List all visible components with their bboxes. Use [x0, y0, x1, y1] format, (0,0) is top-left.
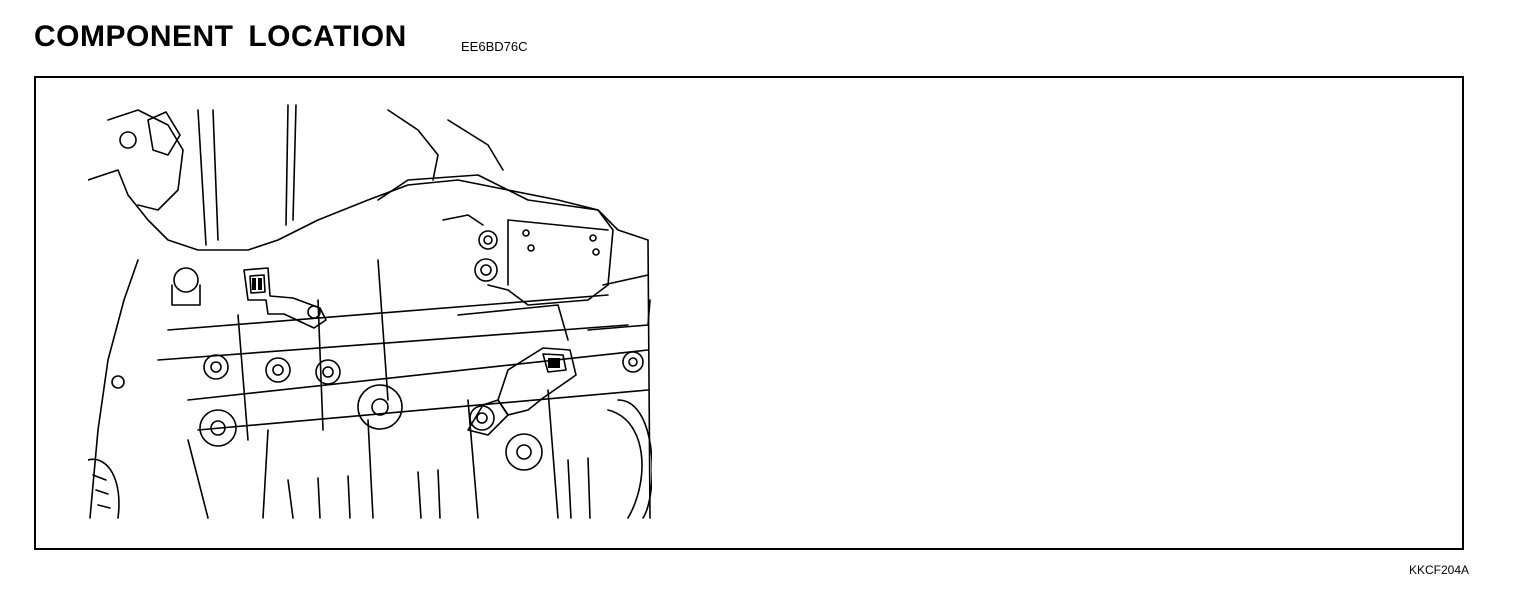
page-title: COMPONENT LOCATION: [34, 20, 407, 53]
component-illustration: [88, 100, 652, 520]
section-code: EE6BD76C: [461, 39, 528, 54]
figure-id: KKCF204A: [1408, 563, 1469, 577]
illustration-frame: [34, 76, 1464, 550]
transmission-drawing-icon: [88, 104, 652, 519]
